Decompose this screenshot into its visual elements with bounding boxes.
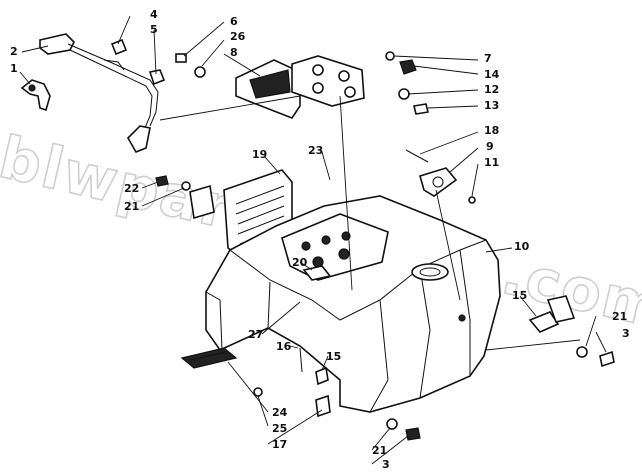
callout-3b: 3 bbox=[382, 458, 390, 471]
callout-17: 17 bbox=[272, 438, 287, 451]
instrument-plate bbox=[235, 59, 301, 119]
callout-16: 16 bbox=[276, 340, 292, 353]
callout-23: 23 bbox=[308, 144, 323, 157]
callout-2: 2 bbox=[10, 45, 18, 58]
callout-20: 20 bbox=[292, 256, 308, 269]
callout-14: 14 bbox=[484, 68, 500, 81]
callout-24: 24 bbox=[272, 406, 288, 419]
callout-19: 19 bbox=[252, 148, 267, 161]
callout-22: 22 bbox=[124, 182, 139, 195]
callout-26: 26 bbox=[230, 30, 246, 43]
callout-11: 11 bbox=[484, 156, 499, 169]
callout-21b: 21 bbox=[612, 310, 627, 323]
callout-25: 25 bbox=[272, 422, 287, 435]
fastener-set-right bbox=[385, 51, 429, 115]
screw-washer-left bbox=[155, 175, 191, 191]
screw-washer-bottom bbox=[386, 418, 421, 441]
decal-badge bbox=[180, 347, 238, 369]
callout-5: 5 bbox=[150, 23, 158, 36]
throttle-lever-assembly bbox=[20, 33, 159, 154]
callout-4: 4 bbox=[150, 8, 158, 21]
side-bracket bbox=[189, 184, 215, 220]
gasket-and-screws bbox=[405, 149, 476, 204]
callout-8: 8 bbox=[230, 46, 238, 59]
callout-7: 7 bbox=[484, 52, 492, 65]
callout-18: 18 bbox=[484, 124, 499, 137]
callout-13: 13 bbox=[484, 99, 499, 112]
callout-27: 27 bbox=[248, 328, 263, 341]
right-clip-set bbox=[528, 295, 615, 368]
callout-12: 12 bbox=[484, 83, 499, 96]
mounting-plate bbox=[291, 55, 365, 107]
callout-15b: 15 bbox=[326, 350, 341, 363]
callout-6: 6 bbox=[230, 15, 238, 28]
washer-lower bbox=[253, 387, 263, 397]
callout-15a: 15 bbox=[512, 289, 527, 302]
fastener-set-top bbox=[110, 38, 206, 86]
callout-1: 1 bbox=[10, 62, 18, 75]
lower-clip-set bbox=[299, 347, 331, 418]
callout-9: 9 bbox=[486, 140, 494, 153]
leader-lines bbox=[19, 15, 607, 465]
callout-21c: 21 bbox=[372, 444, 387, 457]
callout-21a: 21 bbox=[124, 200, 139, 213]
callout-3a: 3 bbox=[622, 327, 630, 340]
callout-labels: 1 2 3 3 4 5 6 7 8 9 10 11 12 13 14 15 15… bbox=[10, 8, 630, 471]
callout-10: 10 bbox=[514, 240, 530, 253]
console-housing bbox=[205, 195, 501, 413]
